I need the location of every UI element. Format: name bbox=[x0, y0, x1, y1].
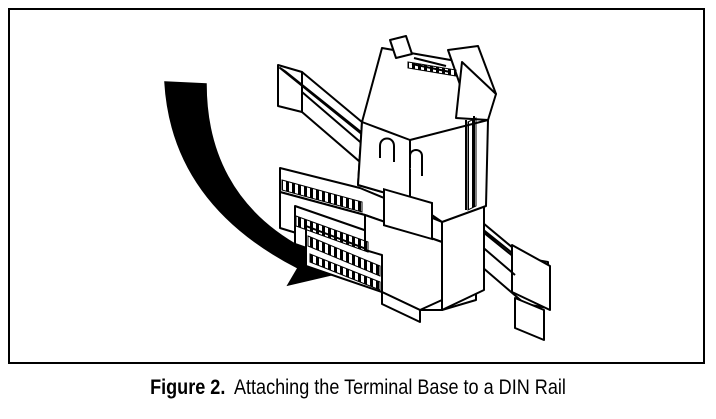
module-window bbox=[383, 187, 433, 241]
figure-frame bbox=[8, 8, 705, 364]
figure-caption: Figure 2. Attaching the Terminal Base to … bbox=[50, 376, 666, 400]
terminal-rows bbox=[281, 179, 381, 291]
figure-title: Attaching the Terminal Base to a DIN Rai… bbox=[233, 376, 566, 399]
figure-label: Figure 2. bbox=[150, 376, 226, 399]
din-rail-illustration bbox=[164, 35, 551, 341]
module-clips bbox=[379, 137, 423, 176]
